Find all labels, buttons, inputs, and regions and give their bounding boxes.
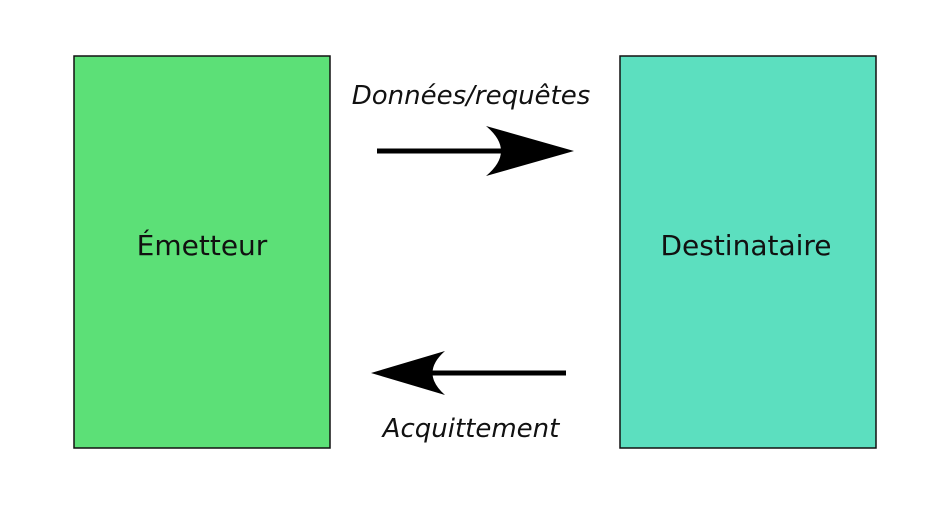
receiver-node: Destinataire: [619, 55, 877, 449]
receiver-label: Destinataire: [660, 229, 831, 262]
forward-arrow-label: Données/requêtes: [352, 81, 591, 111]
backward-arrow-head: [371, 351, 445, 395]
sender-node: Émetteur: [73, 55, 331, 449]
backward-arrow: Acquittement: [371, 351, 566, 444]
sender-box: [73, 55, 331, 449]
forward-arrow: Données/requêtes: [352, 81, 591, 176]
sender-label: Émetteur: [137, 228, 268, 262]
forward-arrow-head: [486, 126, 574, 176]
receiver-box: [619, 55, 877, 449]
backward-arrow-label: Acquittement: [381, 414, 560, 444]
